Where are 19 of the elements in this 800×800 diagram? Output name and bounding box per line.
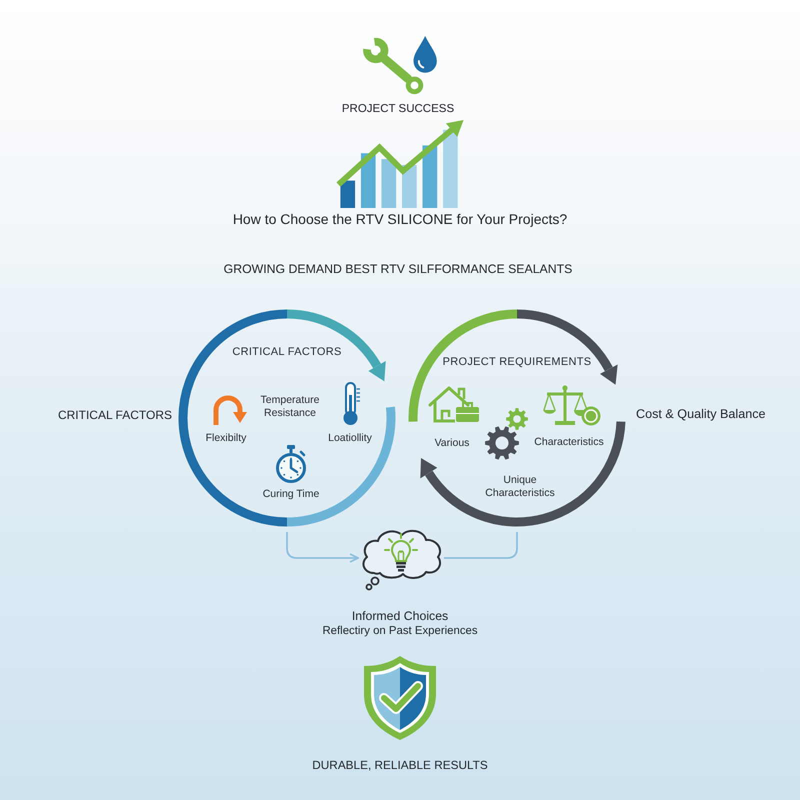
requirement-label: Unique Characteristics [485,474,555,500]
requirement-label: Various [434,437,470,450]
factor-label: Temperature Resistance [260,394,320,420]
ring-title: PROJECT REQUIREMENTS [442,356,592,370]
factor-label: Curing Time [262,488,320,501]
requirement-label: Characteristics [534,436,604,449]
connector-line [444,532,518,559]
factor-label: Loatiollity [328,432,372,445]
side-label: Cost & Quality Balance [636,407,766,422]
section-heading: PROJECT SUCCESS [342,103,454,117]
connector-arrow [286,532,359,563]
factor-label: Flexibilty [206,432,246,445]
page-title: How to Choose the RTV SILICONE for Your Projects? [232,211,568,228]
ring-title: CRITICAL FACTORS [232,346,342,360]
side-label: CRITICAL FACTORS [58,408,172,422]
result-label: DURABLE, RELIABLE RESULTS [312,758,488,772]
cloud-caption: Informed Choices [352,609,448,624]
cloud-caption: Reflectiry on Past Experiences [322,625,478,639]
subheading: GROWING DEMAND BEST RTV SILFFORMANCE SEALANTS [224,262,572,277]
